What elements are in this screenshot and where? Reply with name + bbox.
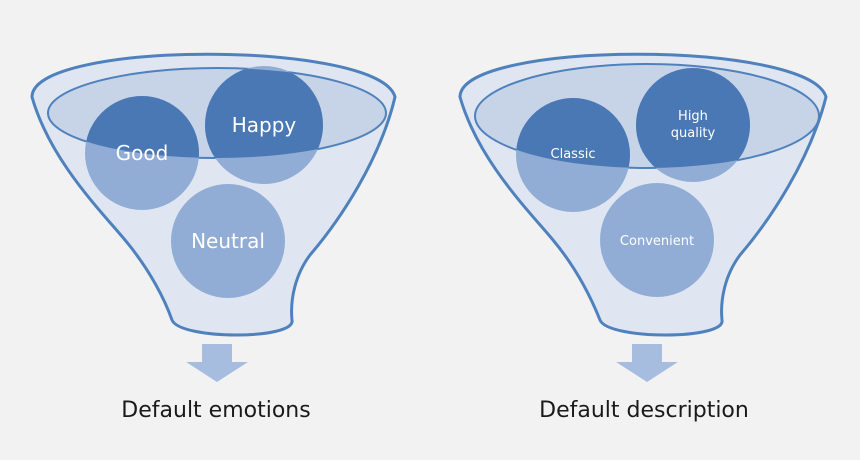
caption-default-emotions: Default emotions [121,398,311,423]
caption-default-description: Default description [539,398,749,423]
funnel-left: Good Happy Neutral [30,52,397,382]
bubble-good-label: Good [116,141,169,165]
funnel-right: Classic High quality Convenient [458,52,828,382]
bubble-convenient [600,183,714,297]
bubble-neutral [171,184,285,298]
bubble-high-quality-label-line1: High [678,109,708,124]
arrow-down-icon-right [616,344,678,382]
bubble-convenient-label: Convenient [620,234,694,249]
bubble-neutral-label: Neutral [191,229,265,253]
bubble-high-quality-label-line2: quality [671,126,716,141]
bubble-happy-label: Happy [232,113,297,137]
arrow-down-icon-left [186,344,248,382]
bubble-classic-label: Classic [551,147,596,162]
